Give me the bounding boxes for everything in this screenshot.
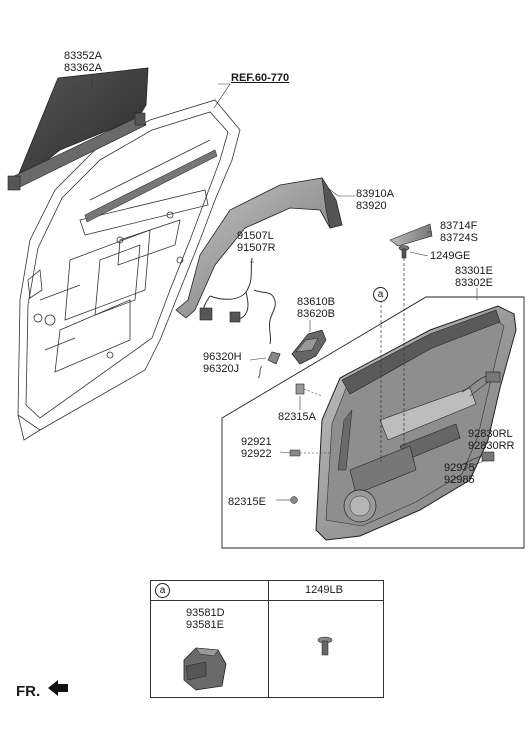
- part-label: 92921: [241, 436, 272, 448]
- lamp-92830RL: [461, 371, 501, 393]
- legend-table: [150, 580, 384, 698]
- part-label: 83352A: [64, 50, 102, 62]
- ref-label: REF.60-770: [231, 72, 290, 84]
- part-label: 96320H: [203, 351, 242, 363]
- part-label: 92922: [241, 448, 272, 460]
- frame-garnish: [175, 177, 343, 319]
- screw-1249GE: [398, 245, 410, 259]
- connector: [199, 307, 213, 321]
- part-label: 92975: [444, 462, 475, 474]
- corner-trim: [389, 223, 433, 247]
- part-label: 83910A: [356, 188, 394, 200]
- part-label: 1249GE: [430, 250, 471, 262]
- part-label: 83920: [356, 200, 387, 212]
- fr-arrow-icon: [48, 680, 68, 696]
- belt-rail: [84, 149, 218, 223]
- legend-part-label: 93581D: [186, 607, 225, 619]
- part-label: 92830RL: [468, 428, 513, 440]
- part-label: 96320J: [203, 363, 240, 375]
- part-label: 92985: [444, 474, 475, 486]
- legend-divider: [268, 581, 269, 697]
- callout-marker: a: [373, 287, 388, 302]
- part-label: 83724S: [440, 232, 478, 244]
- part-label: 83620B: [297, 308, 335, 320]
- clip-82315E: [290, 496, 298, 504]
- sunshade: [7, 67, 149, 191]
- part-label: 82315A: [278, 411, 316, 423]
- legend-screw: [317, 636, 333, 656]
- part-label: 83714F: [440, 220, 478, 232]
- legend-header: [151, 581, 383, 601]
- part-label: 92830RR: [468, 440, 515, 452]
- lamp-92975: [459, 451, 495, 467]
- legend-marker: a: [155, 583, 170, 598]
- wiring-harness: [203, 257, 276, 345]
- connector: [229, 311, 241, 323]
- part-label: 83362A: [64, 62, 102, 74]
- inside-handle: [291, 329, 327, 365]
- legend-header-part: 1249LB: [305, 584, 343, 596]
- front-direction-label: FR.: [16, 683, 41, 700]
- detail-box: [221, 296, 525, 549]
- leader-lines: [91, 76, 489, 501]
- part-label: 83610B: [297, 296, 335, 308]
- legend-part-label: 93581E: [186, 619, 224, 631]
- legend-clip: [183, 647, 227, 691]
- part-label: 91507R: [237, 242, 276, 254]
- door-trim-panel: [315, 305, 517, 541]
- switch-96320H: [257, 351, 281, 379]
- part-label: 82315E: [228, 496, 266, 508]
- part-label: 83301E: [455, 265, 493, 277]
- part-label: 91507L: [237, 230, 274, 242]
- clip-82315A: [295, 383, 323, 397]
- part-label: 83302E: [455, 277, 493, 289]
- door-frame: [17, 99, 241, 441]
